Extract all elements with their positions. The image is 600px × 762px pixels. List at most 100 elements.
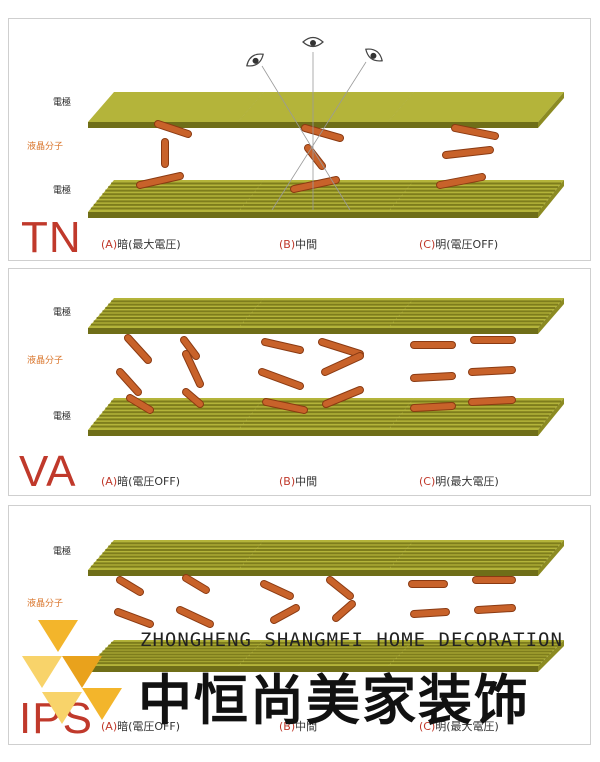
watermark-english: ZHONGHENG SHANGMEI HOME DECORATION (140, 629, 563, 651)
liquid-crystal-label: 液晶分子 (27, 142, 64, 152)
caption-key: (A) (101, 475, 118, 488)
ips-bottom-electrode-0-edge (88, 666, 238, 672)
tn-top-electrode-1-top (238, 92, 414, 122)
va-bottom-electrode-2-edge (388, 430, 538, 436)
caption-tn-b: (B)中間 (279, 236, 317, 252)
va-top-electrode-1-top (238, 298, 414, 328)
caption-key: (A) (101, 720, 118, 733)
caption-va-b: (B)中間 (279, 473, 317, 489)
tn-c-molecule (452, 125, 498, 139)
va-c-molecule (411, 373, 455, 381)
caption-text: 暗(電圧OFF) (117, 720, 181, 733)
va-bottom-electrode-0-top (88, 398, 264, 430)
tn-bottom-electrode-0-top (88, 180, 264, 212)
caption-va-c: (C)明(最大電圧) (419, 473, 499, 489)
caption-text: 暗(最大電圧) (117, 238, 181, 251)
ips-b-molecule (271, 605, 299, 623)
caption-ips-a: (A)暗(電圧OFF) (101, 718, 180, 734)
caption-key: (C) (419, 238, 436, 251)
va-a-molecule (181, 337, 199, 359)
liquid-crystal-label: 液晶分子 (27, 356, 64, 366)
logo-triangle-left (22, 656, 62, 688)
ips-b-molecule (327, 577, 353, 599)
va-a-molecule (183, 351, 203, 387)
va-top-electrode-1-edge (238, 328, 388, 334)
caption-text: 中間 (295, 720, 318, 733)
tn-c-molecule (437, 174, 485, 188)
va-b-molecule (263, 399, 307, 413)
va-a-molecule (125, 335, 151, 363)
caption-key: (B) (279, 238, 296, 251)
tn-bottom-electrode-1-edge (238, 212, 388, 218)
caption-text: 明(最大電圧) (435, 475, 499, 488)
ips-top-electrode-0-top (88, 540, 264, 570)
tn-b-molecule (305, 145, 325, 169)
caption-text: 中間 (295, 475, 318, 488)
liquid-crystal-label: 液晶分子 (27, 599, 64, 609)
tn-b-molecule (302, 125, 343, 141)
caption-ips-c: (C)明(最大電圧) (419, 718, 499, 734)
va-top-electrode-0-top (88, 298, 264, 328)
va-a-molecule (117, 369, 141, 395)
caption-ips-b: (B)中間 (279, 718, 317, 734)
mode-label-tn: TN (21, 213, 82, 262)
va-c-molecule (469, 367, 515, 375)
electrode-label-top: 電極 (53, 98, 72, 108)
caption-key: (C) (419, 475, 436, 488)
ips-top-electrode-1-edge (238, 570, 388, 576)
va-top-electrode-2-top (388, 298, 564, 328)
caption-text: 中間 (295, 238, 318, 251)
light-ray (271, 61, 367, 211)
eye-icon-right-outline (365, 48, 383, 62)
va-bottom-electrode-0-edge (88, 430, 238, 436)
ips-b-molecule (333, 601, 355, 621)
watermark-chinese: 中恒尚美家装饰 (138, 669, 530, 732)
caption-va-a: (A)暗(電圧OFF) (101, 473, 180, 489)
tn-top-electrode-2-edge (388, 122, 538, 128)
ips-top-electrode-2-edge (388, 570, 538, 576)
va-b-molecule (319, 339, 363, 357)
ips-a-molecule (183, 575, 209, 593)
ips-c-molecule (411, 609, 449, 617)
eye-icon-center-pupil (310, 40, 316, 46)
mode-label-va: VA (19, 447, 77, 496)
electrode-label-top: 電極 (53, 547, 72, 557)
caption-tn-a: (A)暗(最大電圧) (101, 236, 181, 252)
tn-bottom-electrode-2-edge (388, 212, 538, 218)
ips-bottom-electrode-1-edge (238, 666, 388, 672)
tn-bottom-electrode-0-edge (88, 212, 238, 218)
watermark-logo (22, 620, 122, 724)
logo-triangle-mid (62, 656, 102, 688)
ips-bottom-electrode-2-edge (388, 666, 538, 672)
caption-key: (A) (101, 238, 118, 251)
va-bottom-electrode-1-edge (238, 430, 388, 436)
caption-text: 明(最大電圧) (435, 720, 499, 733)
tn-a-molecule (155, 121, 191, 137)
ips-a-molecule (177, 607, 213, 627)
tn-top-electrode-0-top (88, 92, 264, 122)
va-b-molecule (262, 339, 303, 353)
ips-top-electrode-0-edge (88, 570, 238, 576)
va-bottom-electrode-2-side (538, 398, 564, 436)
eye-icon-center-outline (302, 36, 324, 48)
va-b-molecule (259, 369, 303, 389)
eye-icon-right-pupil (370, 52, 377, 59)
va-top-electrode-2-side (538, 298, 564, 334)
logo-triangle-top (38, 620, 78, 652)
caption-text: 暗(電圧OFF) (117, 475, 181, 488)
eye-icon-left (246, 53, 264, 67)
ips-top-electrode-2-side (538, 540, 564, 576)
va-a-molecule (183, 389, 203, 407)
logo-triangle-right (82, 688, 122, 720)
ips-a-molecule (115, 609, 153, 627)
electrode-label-top: 電極 (53, 308, 72, 318)
ips-bottom-electrode-2-side (538, 640, 564, 672)
light-ray (261, 65, 351, 211)
tn-c-molecule (443, 147, 493, 158)
tn-bottom-electrode-2-side (538, 180, 564, 218)
tn-a-molecule (137, 173, 183, 188)
tn-bottom-electrode-2-top (388, 180, 564, 212)
va-c-molecule (469, 397, 515, 405)
va-top-electrode-0-edge (88, 328, 238, 334)
